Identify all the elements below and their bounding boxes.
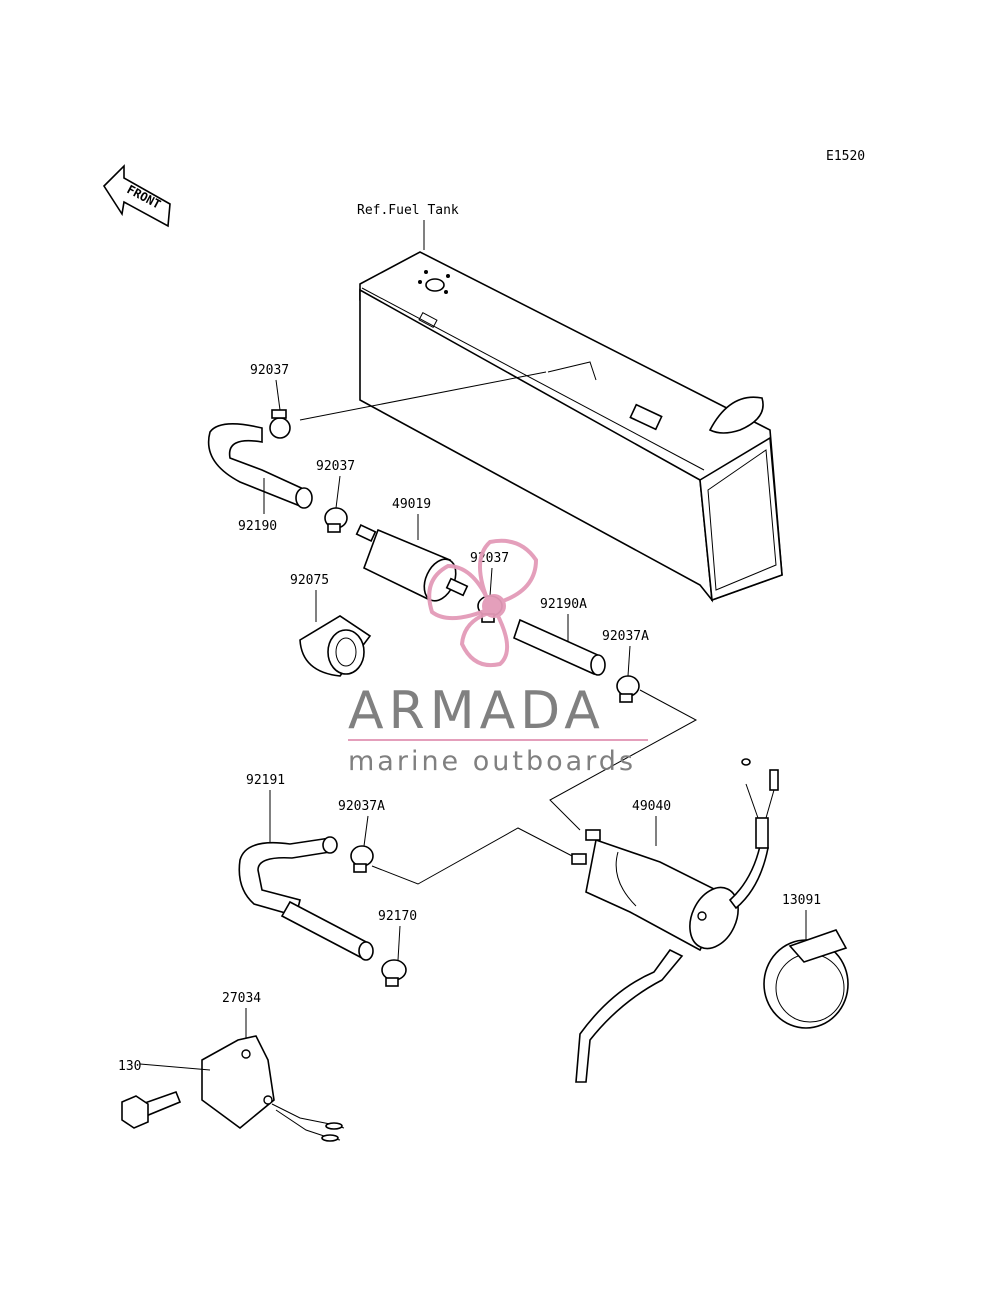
label-92170: 92170 [378, 909, 417, 924]
label-130: 130 [118, 1059, 141, 1074]
fuel-hose-92191 [238, 836, 374, 961]
hose-clamp-92037A-bottom [350, 845, 374, 873]
label-92037A-top: 92037A [602, 629, 649, 644]
label-92037-middle: 92037 [316, 459, 355, 474]
front-arrow-icon: FRONT [102, 164, 171, 228]
label-92190: 92190 [238, 519, 277, 534]
diagram-code: E1520 [826, 149, 865, 164]
band-13091 [763, 929, 849, 1029]
bolt-130 [121, 1090, 182, 1129]
label-92037-top: 92037 [250, 363, 289, 378]
label-92037A-bottom: 92037A [338, 799, 385, 814]
label-92191: 92191 [246, 773, 285, 788]
armada-watermark: ARMADA marine outboards [348, 538, 648, 777]
holder-92075 [299, 615, 372, 677]
ref-fuel-tank-label: Ref.Fuel Tank [357, 203, 459, 218]
hose-clamp-92037-top [269, 409, 291, 439]
fuel-pump-49040 [571, 758, 779, 1083]
label-92075: 92075 [290, 573, 329, 588]
label-27034: 27034 [222, 991, 261, 1006]
hose-clamp-92037A-top [616, 675, 640, 703]
label-13091: 13091 [782, 893, 821, 908]
fuel-filter-49019 [355, 524, 469, 602]
label-49019: 49019 [392, 497, 431, 512]
label-92037-filter: 92037 [470, 551, 509, 566]
hose-clamp-92037-middle [324, 507, 348, 533]
bracket-27034 [201, 1035, 345, 1142]
hose-clamp-92170 [381, 959, 407, 987]
watermark-brand: ARMADA [348, 681, 605, 741]
fuel-hose-92190A [513, 618, 606, 676]
watermark-tagline: marine outboards [348, 746, 636, 777]
label-92190A: 92190A [540, 597, 587, 612]
propeller-logo-icon [427, 538, 539, 667]
label-49040: 49040 [632, 799, 671, 814]
fuel-hose-92190 [207, 423, 313, 509]
fuel-tank [359, 251, 783, 603]
